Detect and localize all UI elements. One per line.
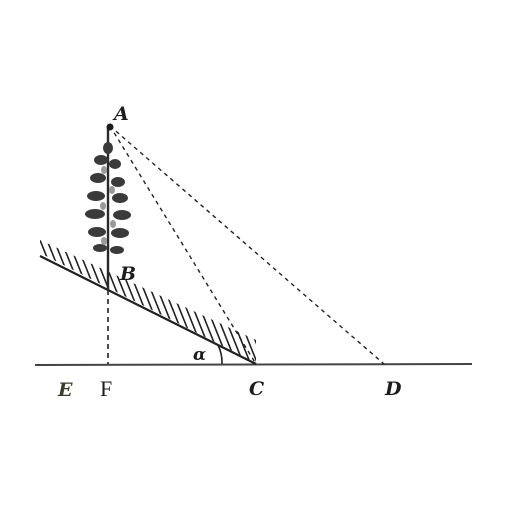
hatch-line — [49, 240, 111, 363]
ground-line — [34, 363, 473, 366]
angle-arc — [217, 344, 223, 365]
hatch-line — [252, 240, 256, 363]
hatch-line — [182, 240, 244, 363]
label-point-a: A — [112, 103, 129, 125]
label-point-c: C — [249, 378, 264, 400]
slope-hatching — [40, 240, 256, 363]
hatch-line — [42, 240, 104, 363]
label-point-f: F — [100, 376, 112, 401]
label-angle-alpha: α — [193, 345, 206, 365]
label-point-b: B — [119, 263, 136, 285]
label-point-e: E — [57, 379, 73, 401]
label-point-d: D — [384, 378, 402, 400]
dashed-line-ac — [109, 125, 257, 365]
slope-line — [39, 255, 257, 365]
tree-icon — [85, 123, 131, 290]
dashed-line-ad — [109, 125, 385, 365]
